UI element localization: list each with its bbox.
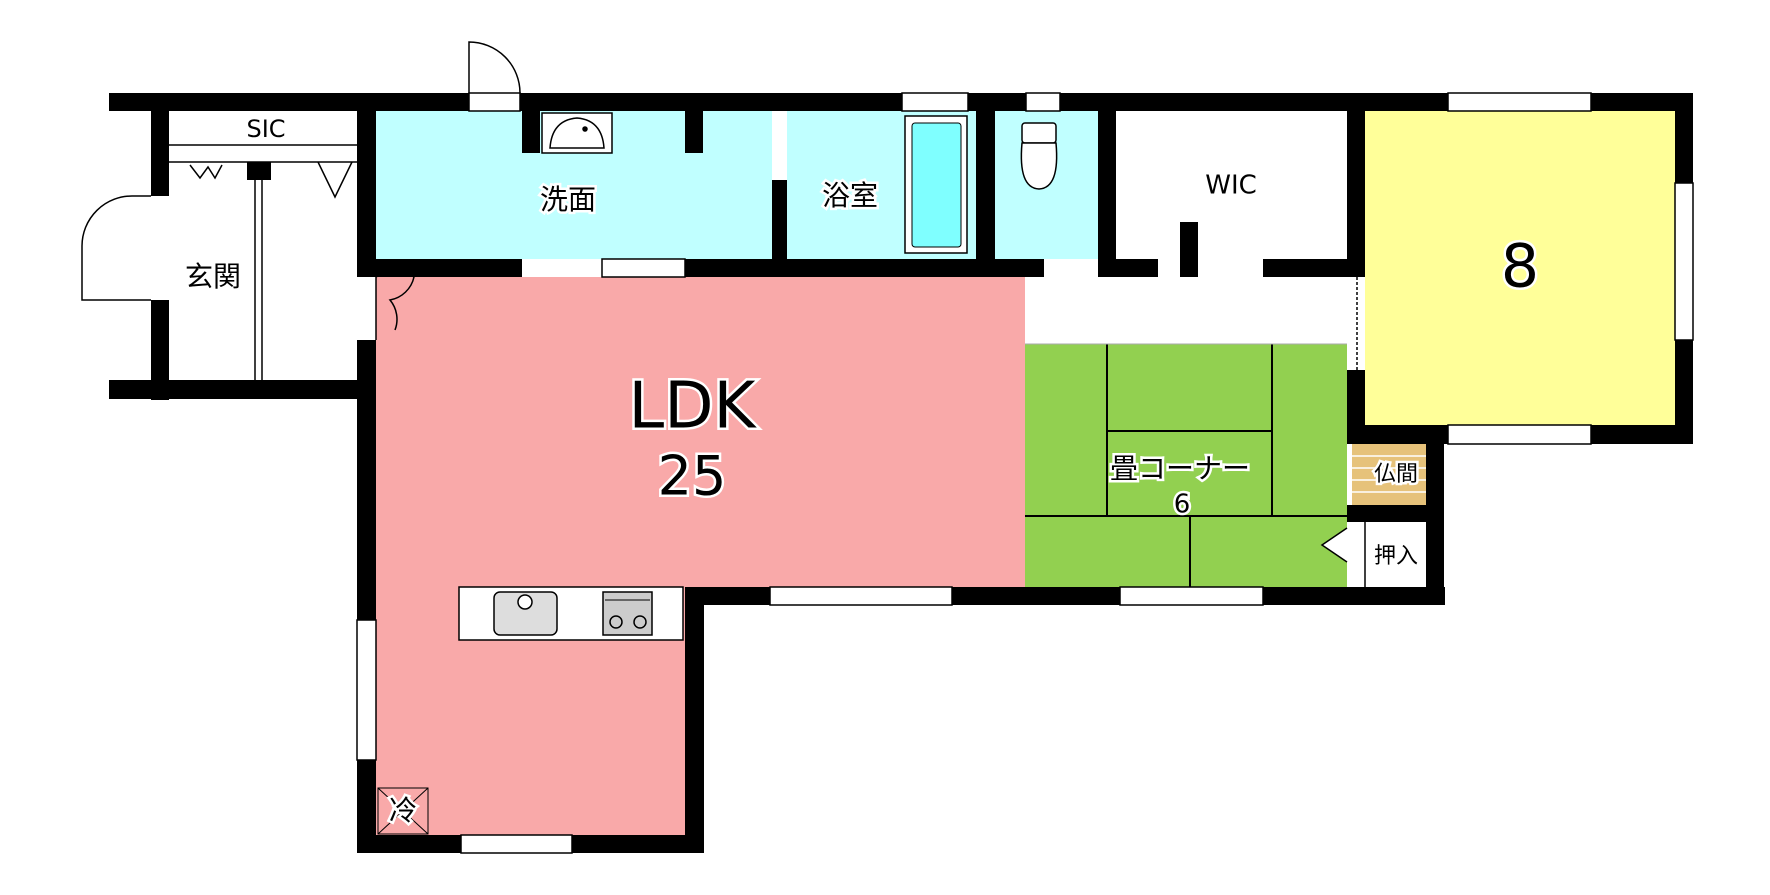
label-ldk: LDK — [629, 370, 758, 444]
label-room-8: 8 — [1501, 232, 1539, 302]
label-fridge: 冷 — [389, 794, 417, 827]
label-oshiire: 押入 — [1374, 544, 1418, 569]
bathtub-icon — [904, 115, 968, 254]
oshiire — [1320, 522, 1426, 587]
label-yokushitsu: 浴室 — [822, 179, 878, 212]
fridge-space — [377, 787, 429, 835]
room-ldk — [376, 277, 1025, 587]
toilet-icon — [1020, 122, 1058, 190]
label-sic: SIC — [246, 115, 285, 143]
walls — [109, 93, 1693, 853]
washbasin-icon — [541, 112, 613, 154]
label-wic: WIC — [1205, 171, 1257, 201]
label-senmen: 洗面 — [540, 183, 596, 216]
doors — [81, 41, 1358, 370]
stove-icon — [602, 591, 653, 636]
room-butsuma — [1352, 444, 1426, 505]
room-tatami — [1025, 344, 1347, 587]
label-genkan: 玄関 — [185, 260, 241, 293]
label-tatami-size: 6 — [1174, 490, 1191, 520]
label-ldk-size: 25 — [658, 445, 727, 508]
room-8 — [1365, 111, 1675, 425]
room-genkan — [169, 111, 357, 380]
sic-shelf — [169, 144, 357, 380]
label-butsuma: 仏間 — [1374, 462, 1418, 487]
tatami-lines — [1025, 344, 1347, 587]
windows — [356, 92, 1694, 854]
label-tatami: 畳コーナー — [1110, 452, 1250, 485]
